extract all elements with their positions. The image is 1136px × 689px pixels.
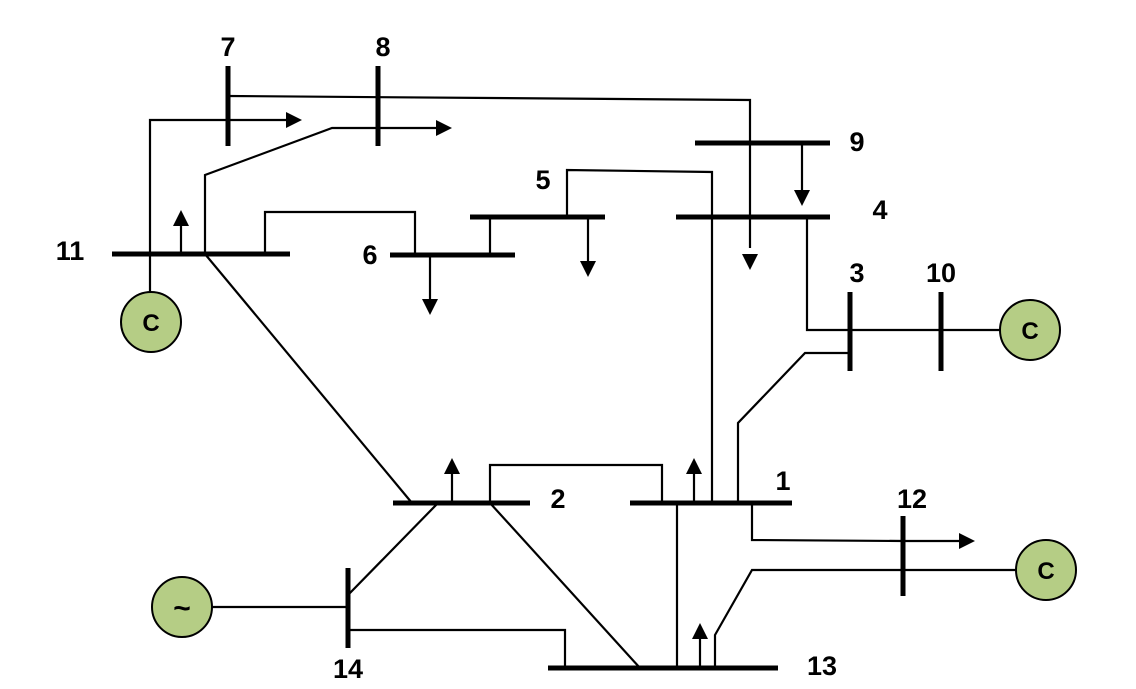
load-arrow-bus12 xyxy=(903,533,975,549)
bus-label-2: 2 xyxy=(550,484,565,514)
branch-5-1 xyxy=(565,168,714,503)
bus-label-4: 4 xyxy=(872,195,887,225)
condenser-circle xyxy=(1015,539,1077,601)
load-arrow-bus6 xyxy=(422,255,438,315)
bus-label-7: 7 xyxy=(220,32,235,62)
branch-2-14 xyxy=(347,502,439,596)
load-arrow-bus13 xyxy=(692,623,708,668)
load-arrow-bus8 xyxy=(378,120,452,136)
condenser-symbol: C xyxy=(1037,558,1054,585)
bus-label-1: 1 xyxy=(775,466,790,496)
load-arrow-bus7 xyxy=(228,112,302,128)
load-arrows xyxy=(173,112,975,668)
branch-1-3 xyxy=(736,351,850,503)
load-arrow-bus9 xyxy=(794,143,810,206)
condenser-symbol: C xyxy=(142,310,159,337)
branches xyxy=(148,94,1017,669)
load-arrow-line9 xyxy=(742,254,758,270)
condenser-circle xyxy=(120,291,182,353)
branch-2-1 xyxy=(488,463,664,503)
bus-labels: 7 8 9 4 5 6 11 3 10 2 1 12 14 13 xyxy=(56,32,956,684)
branch-11-8 xyxy=(203,126,378,254)
branch-11-2 xyxy=(204,253,413,504)
generator-bus14: ~ xyxy=(151,576,213,638)
load-arrow-bus1 xyxy=(686,458,702,503)
load-arrow-bus11 xyxy=(173,210,189,254)
condenser-bus11: C xyxy=(120,291,182,353)
branch-2-13 xyxy=(489,502,641,669)
buses xyxy=(112,66,944,671)
branch-11-6 xyxy=(263,210,417,255)
generator-symbol: ~ xyxy=(173,592,191,625)
branch-11-7 xyxy=(148,118,228,318)
bus-label-11: 11 xyxy=(56,236,85,266)
branch-1-12 xyxy=(750,503,904,543)
bus-label-10: 10 xyxy=(926,258,956,288)
bus-label-9: 9 xyxy=(849,127,864,157)
load-arrow-bus2 xyxy=(444,458,460,503)
branch-14-13 xyxy=(348,628,567,668)
bus-label-12: 12 xyxy=(897,484,927,514)
branch-13-12 xyxy=(713,568,903,668)
generator-circle xyxy=(151,576,213,638)
branch-4-3 xyxy=(805,217,850,332)
branch-7-4 xyxy=(227,94,752,248)
generators: C C C ~ xyxy=(120,291,1077,638)
condenser-bus12: C xyxy=(1015,539,1077,601)
bus-label-6: 6 xyxy=(362,240,377,270)
condenser-bus10: C xyxy=(999,299,1061,361)
bus-label-5: 5 xyxy=(535,165,550,195)
bus-label-3: 3 xyxy=(849,258,864,288)
load-arrow-bus5 xyxy=(580,217,596,277)
bus-label-14: 14 xyxy=(333,654,363,684)
condenser-symbol: C xyxy=(1021,318,1038,345)
condenser-circle xyxy=(999,299,1061,361)
bus-label-13: 13 xyxy=(807,651,837,681)
bus-label-8: 8 xyxy=(375,32,390,62)
